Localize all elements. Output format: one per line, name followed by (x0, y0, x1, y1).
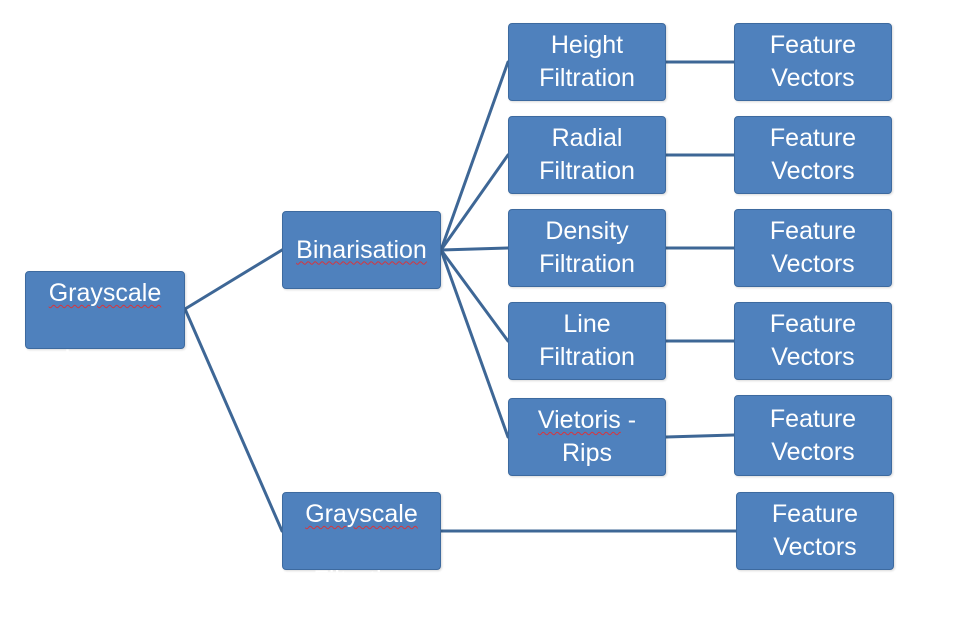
connector-binarisation-height (439, 60, 510, 252)
feature-vectors-node-1: Feature Vectors (734, 23, 892, 101)
vietoris-rips-label: Vietoris - Rips (538, 404, 636, 470)
feature-vectors-node-5: Feature Vectors (734, 395, 892, 476)
connector-vietoris-features (664, 433, 736, 439)
feature-vectors-node-2: Feature Vectors (734, 116, 892, 194)
grayscale-images-line2: Images (64, 345, 146, 373)
grayscale-images-node: Grayscale Images (25, 271, 185, 373)
feature-vectors-label-6: Feature Vectors (771, 500, 859, 561)
feature-vectors-label-4: Feature Vectors (769, 310, 857, 371)
feature-vectors-node-3: Feature Vectors (734, 209, 892, 287)
feature-vectors-label-2: Feature Vectors (769, 124, 857, 185)
vietoris-rips-rest: - Rips (561, 406, 637, 467)
density-filtration-label: Density Filtration (539, 217, 635, 278)
binarisation-node: Binarisation (282, 211, 441, 289)
height-filtration-node: Height Filtration (508, 23, 666, 101)
feature-vectors-node-4: Feature Vectors (734, 302, 892, 380)
connector-binarisation-vietoris (439, 248, 510, 439)
feature-vectors-label-5: Feature Vectors (769, 404, 857, 466)
connector-binarisation-radial (439, 153, 510, 252)
feature-vectors-label-1: Feature Vectors (769, 31, 857, 92)
binarisation-label: Binarisation (296, 235, 427, 264)
line-filtration-label: Line Filtration (539, 310, 635, 371)
height-filtration-label: Height Filtration (539, 31, 635, 92)
connector-binarisation-density (439, 246, 510, 252)
grayscale-filtration-line2: Filtration (313, 566, 410, 594)
grayscale-filtration-node: Grayscale Filtration (282, 492, 441, 594)
grayscale-filtration-label: Grayscale Filtration (305, 465, 418, 597)
grayscale-filtration-line1: Grayscale (305, 500, 418, 528)
connector-binarisation-line (439, 248, 510, 343)
feature-vectors-label-3: Feature Vectors (769, 217, 857, 278)
grayscale-images-label: Grayscale Images (49, 244, 162, 376)
connector-root-binarisation (183, 248, 284, 311)
feature-vectors-node-6: Feature Vectors (736, 492, 894, 570)
radial-filtration-node: Radial Filtration (508, 116, 666, 194)
connector-root-grayscale-filtration (183, 307, 284, 533)
vietoris-rips-node: Vietoris - Rips (508, 398, 666, 476)
radial-filtration-label: Radial Filtration (539, 124, 635, 185)
density-filtration-node: Density Filtration (508, 209, 666, 287)
line-filtration-node: Line Filtration (508, 302, 666, 380)
vietoris-word: Vietoris (537, 406, 621, 434)
grayscale-images-line1: Grayscale (48, 279, 162, 307)
